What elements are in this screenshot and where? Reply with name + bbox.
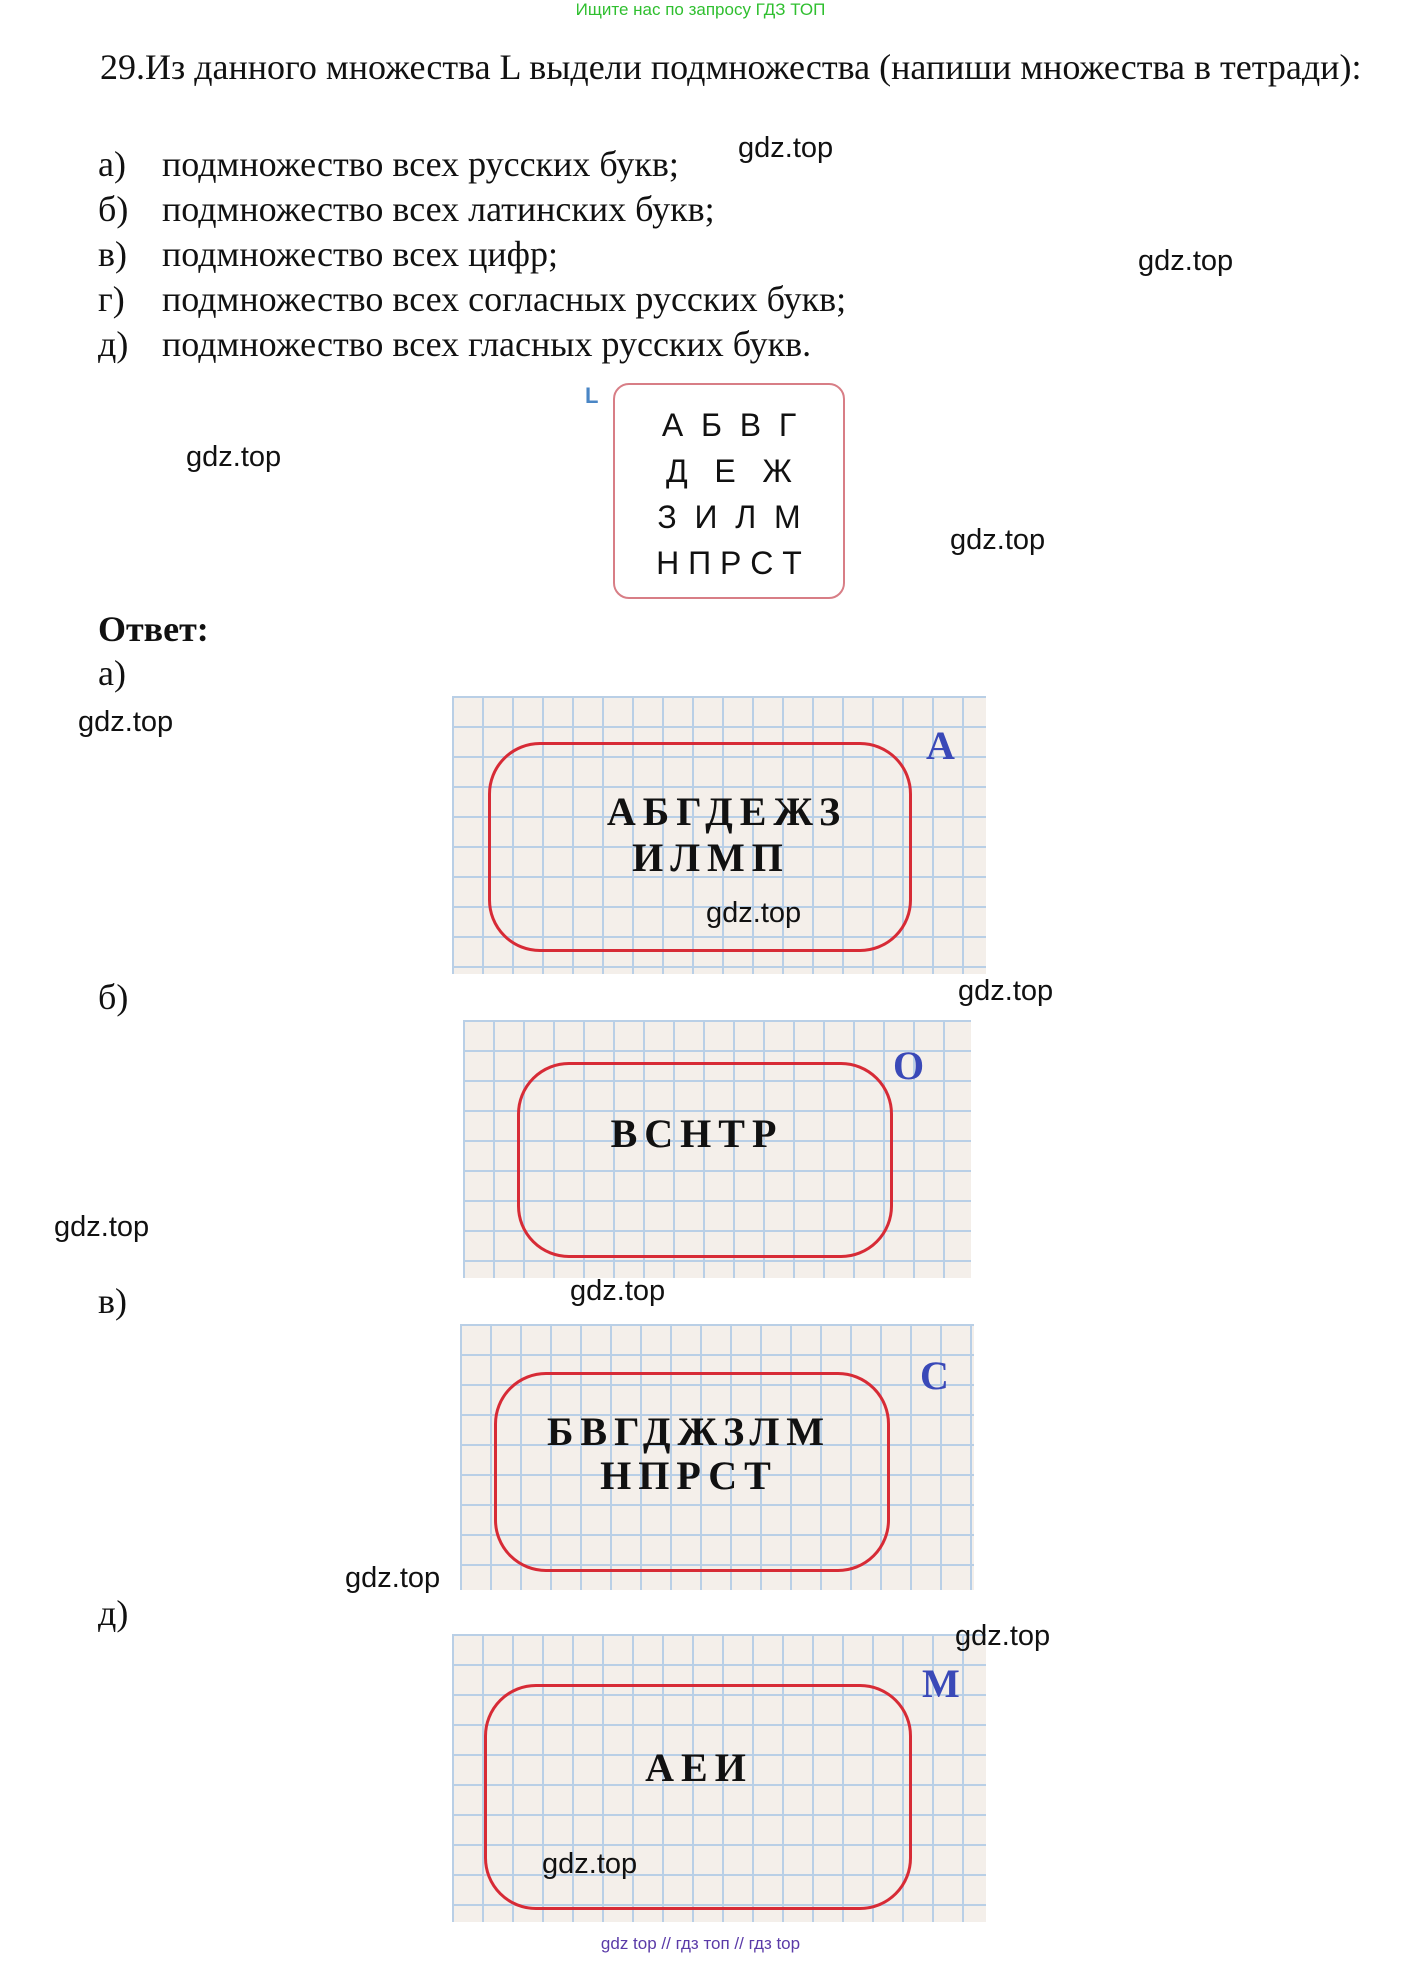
set-elements-line: ИЛМП — [632, 835, 790, 880]
set-name-label: С — [920, 1353, 949, 1398]
set-l-row: А Б В Г — [661, 407, 797, 443]
set-l-figure: L А Б В Г Д Е Ж З И Л М Н П Р С Т — [585, 383, 855, 605]
task-item-text: подмножество всех согласных русских букв… — [162, 279, 847, 319]
answer-label-a: а) — [98, 653, 126, 693]
watermark: gdz.top — [738, 132, 834, 164]
watermark: gdz.top — [54, 1211, 150, 1243]
answer-panel-a: А АБГДЕЖЗ ИЛМП — [452, 696, 986, 974]
set-l-row: Н П Р С Т — [656, 545, 802, 581]
set-l-label: L — [585, 383, 599, 408]
set-l-row: Д Е Ж — [666, 453, 792, 489]
set-oval — [494, 1372, 890, 1572]
watermark: gdz.top — [955, 1620, 1051, 1652]
watermark: gdz.top — [1138, 245, 1234, 277]
task-item-text: подмножество всех гласных русских букв. — [162, 324, 812, 364]
set-elements-line: БВГДЖЗЛМ — [546, 1409, 832, 1454]
set-oval — [484, 1684, 912, 1910]
answer-panel-b: О ВСНТР — [463, 1020, 971, 1278]
task-item-letter: г) — [98, 279, 125, 319]
answer-label-b: б) — [98, 977, 129, 1017]
watermark: gdz.top — [570, 1275, 666, 1307]
set-oval — [488, 742, 912, 952]
watermark: gdz.top — [542, 1848, 638, 1880]
watermark: gdz.top — [186, 441, 282, 473]
task-item-text: подмножество всех латинских букв; — [162, 189, 715, 229]
watermark: gdz.top — [78, 706, 174, 738]
task-item-letter: в) — [98, 234, 127, 274]
set-l-row: З И Л М — [657, 499, 801, 535]
answer-panel-v: С БВГДЖЗЛМ НПРСТ — [460, 1324, 974, 1590]
task-item-letter: д) — [98, 324, 129, 364]
watermark: gdz.top — [958, 975, 1054, 1007]
set-elements-line: АЕИ — [645, 1745, 753, 1790]
watermark: gdz.top — [950, 524, 1046, 556]
set-elements-line: НПРСТ — [600, 1453, 778, 1498]
footer-links[interactable]: gdz top // гдз топ // гдз top — [600, 1934, 801, 1953]
task-item-text: подмножество всех цифр; — [162, 234, 558, 274]
set-name-label: М — [922, 1661, 960, 1706]
task-item-letter: а) — [98, 144, 126, 184]
set-elements-line: ВСНТР — [610, 1111, 784, 1156]
task-statement: 29.Из данного множества L выдели подмнож… — [100, 47, 1362, 87]
answer-label-d: д) — [98, 1593, 129, 1633]
task-item-letter: б) — [98, 189, 129, 229]
answer-label-v: в) — [98, 1281, 127, 1321]
answer-title: Ответ: — [98, 609, 209, 649]
set-name-label: А — [926, 723, 955, 768]
set-elements-line: АБГДЕЖЗ — [606, 789, 848, 834]
set-l-box: А Б В Г Д Е Ж З И Л М Н П Р С Т — [613, 383, 845, 599]
top-banner[interactable]: Ищите нас по запросу ГДЗ ТОП — [575, 0, 826, 19]
answer-panel-d: М АЕИ — [452, 1634, 986, 1922]
set-oval — [517, 1062, 893, 1258]
task-item-text: подмножество всех русских букв; — [162, 144, 679, 184]
set-name-label: О — [893, 1043, 925, 1088]
watermark: gdz.top — [345, 1562, 441, 1594]
watermark: gdz.top — [706, 897, 802, 929]
